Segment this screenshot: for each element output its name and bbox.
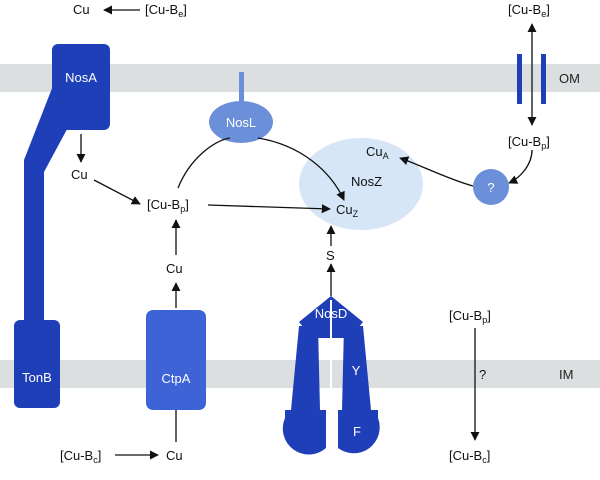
cu-bottom: Cu	[166, 448, 183, 463]
cu-after-nosa: Cu	[71, 167, 88, 182]
cu-be-top-right: [Cu-Be]	[508, 2, 550, 19]
nosf-left-lobe	[282, 410, 326, 455]
outer-membrane-label: OM	[559, 71, 580, 86]
nosl-label: NosL	[226, 115, 256, 130]
ctpa-label: CtpA	[162, 371, 191, 386]
tonb-protein	[14, 320, 60, 408]
nosz-label: NosZ	[351, 174, 382, 189]
cu-bp-center: [Cu-Bp]	[147, 197, 189, 214]
arrow-cu-to-cubp	[93, 179, 141, 205]
cu-top-left: Cu	[73, 2, 90, 17]
nosy-protein	[342, 326, 371, 410]
unknown-protein-label: ?	[487, 180, 494, 195]
ctpa-protein	[146, 310, 206, 410]
om-channel-left	[517, 54, 522, 104]
sulfur-label: S	[326, 248, 335, 263]
cu-bc-left: [Cu-Bc]	[60, 448, 101, 465]
nosl-anchor	[239, 72, 244, 106]
arrow-cubp-to-cuz	[207, 204, 331, 214]
cu-bp-right: [Cu-Bp]	[508, 134, 550, 151]
nosa-label: NosA	[65, 70, 97, 85]
cuz-label: CuZ	[336, 202, 359, 219]
tonb-label: TonB	[22, 370, 52, 385]
om-channel-right	[541, 54, 546, 104]
cua-label: CuA	[366, 144, 389, 161]
nosy-left-arm	[291, 326, 320, 410]
cu-above-ctpa: Cu	[166, 261, 183, 276]
nosl-protein	[209, 101, 273, 143]
arrow-cubp-via-nosl	[177, 137, 231, 189]
inner-membrane-label: IM	[559, 367, 573, 382]
unknown-protein	[473, 169, 509, 205]
cu-bc-lower-right: [Cu-Bc]	[449, 448, 490, 465]
arrow-cubp-to-unknown	[508, 149, 533, 184]
im-unknown-label: ?	[479, 367, 486, 382]
cu-be-top-left: [Cu-Be]	[145, 2, 187, 19]
cu-bp-lower-right: [Cu-Bp]	[449, 308, 491, 325]
arrow-nosl-to-cuz	[257, 137, 345, 201]
nosf-label: F	[353, 424, 361, 439]
nosa-protein	[52, 44, 110, 130]
nosf-protein	[338, 410, 380, 454]
tonb-arm	[24, 78, 72, 325]
arrow-unknown-to-cua	[399, 156, 474, 187]
nosy-label: Y	[352, 363, 361, 378]
